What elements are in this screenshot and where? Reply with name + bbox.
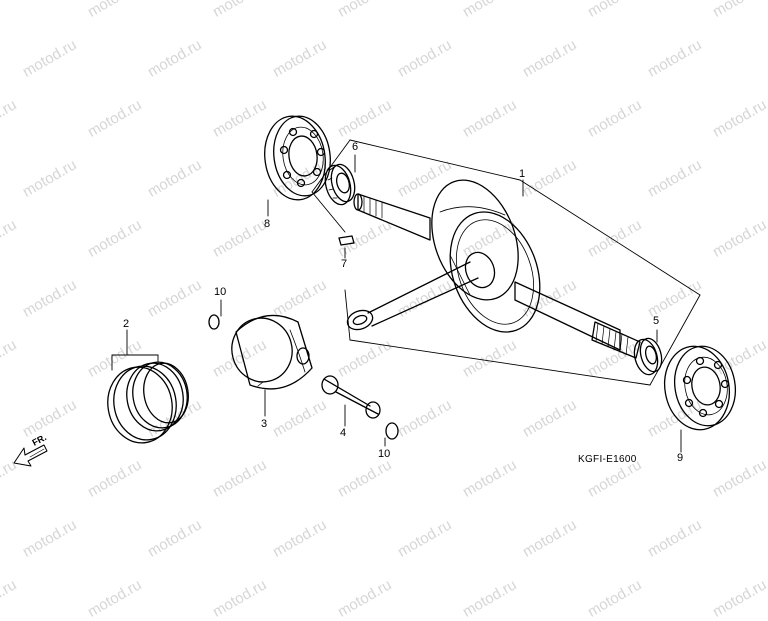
callout-10-upper: 10: [214, 286, 227, 298]
piston-3: [231, 314, 313, 390]
watermark-text: motod.ru: [459, 576, 520, 621]
connecting-rod: [346, 251, 496, 331]
callout-3: 3: [261, 418, 268, 430]
callout-10-lower: 10: [378, 448, 391, 460]
crankshaft-left-shaft: [353, 193, 431, 241]
crankshaft-group-outline: [311, 139, 701, 386]
bearing-8: [264, 115, 331, 201]
watermark-text: motod.ru: [209, 576, 270, 621]
parts-diagram: [13, 115, 736, 467]
callout-5: 5: [653, 315, 660, 327]
bearing-6: [324, 163, 356, 206]
crankshaft-webs: [431, 179, 541, 333]
callout-2: 2: [123, 318, 130, 330]
piston-pin-clip-10-lower: [385, 422, 399, 440]
callout-9: 9: [677, 452, 684, 464]
bearing-9: [664, 345, 736, 431]
watermark-text: motod.ru: [584, 576, 645, 621]
callout-4: 4: [340, 427, 347, 439]
front-direction-arrow: [13, 444, 48, 467]
woodruff-key-7: [338, 235, 355, 246]
callout-6: 6: [352, 141, 359, 153]
piston-rings-2: [107, 361, 189, 444]
bearing-5: [633, 337, 663, 376]
callout-8: 8: [264, 218, 271, 230]
piston-pin-clip-10-upper: [208, 314, 220, 330]
watermark-text: motod.ru: [0, 576, 20, 621]
callout-1: 1: [519, 168, 526, 180]
watermark-text: motod.ru: [334, 576, 395, 621]
piston-pin-4: [321, 375, 381, 419]
watermark-text: motod.ru: [709, 576, 768, 621]
leader-lines: [111, 154, 682, 453]
diagram-code: KGFI-E1600: [578, 454, 637, 465]
crankshaft-right-shaft: [514, 281, 641, 359]
watermark-text: motod.ru: [84, 576, 145, 621]
callout-7: 7: [341, 258, 348, 270]
